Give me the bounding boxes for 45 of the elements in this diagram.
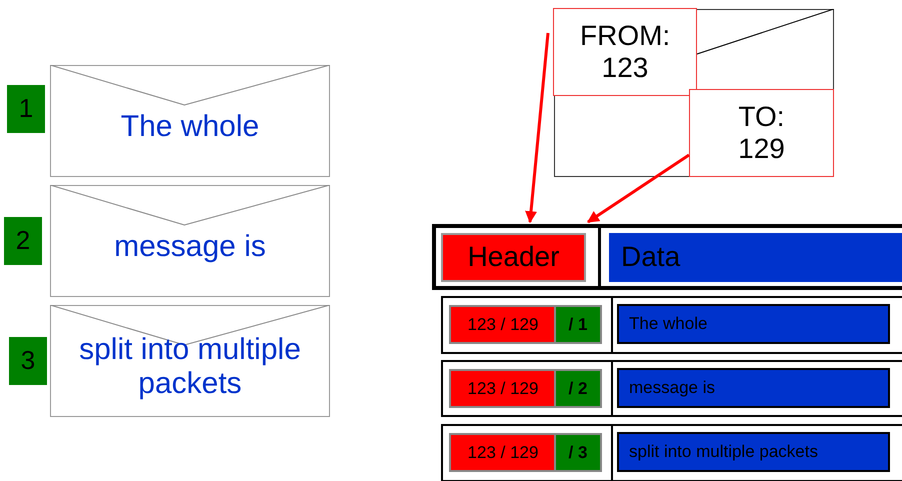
packet-row xyxy=(441,424,902,481)
envelope-text: message is xyxy=(114,230,266,264)
data-text: message is xyxy=(629,378,715,398)
envelope xyxy=(50,65,330,177)
data-text: split into multiple packets xyxy=(629,442,818,462)
step-number: 2 xyxy=(16,226,30,256)
envelope-text: split into multiple packets xyxy=(78,332,302,402)
header-cell xyxy=(449,305,555,344)
address-text: TO: 129 xyxy=(737,100,786,166)
address-label: 123 / 129 xyxy=(468,314,538,334)
address-label: 123 / 129 xyxy=(468,442,538,462)
address-label: 123 / 129 xyxy=(468,378,538,398)
number-badge xyxy=(7,85,45,133)
sequence-number: / 1 xyxy=(568,314,588,334)
envelope xyxy=(50,305,330,417)
packet-row xyxy=(441,360,902,417)
sequence-cell xyxy=(554,433,602,472)
arrow xyxy=(525,32,550,224)
envelope xyxy=(554,9,834,177)
data-label: Data xyxy=(621,241,680,274)
step-number: 3 xyxy=(20,346,36,376)
envelope xyxy=(50,185,330,297)
header-cell xyxy=(449,369,555,408)
number-badge xyxy=(9,337,47,385)
address-box xyxy=(689,89,834,177)
header-cell xyxy=(449,433,555,472)
sequence-cell xyxy=(554,369,602,408)
sequence-number: / 3 xyxy=(568,442,588,462)
data-cell xyxy=(617,432,890,472)
arrow xyxy=(587,154,690,224)
header-cell xyxy=(441,233,586,282)
packet-frame xyxy=(432,224,902,290)
header-label: Header xyxy=(468,241,560,274)
address-box xyxy=(553,8,697,96)
envelope-text: The whole xyxy=(120,110,260,144)
data-cell xyxy=(617,368,890,408)
number-badge xyxy=(4,217,42,265)
data-cell xyxy=(617,304,890,344)
sequence-cell xyxy=(554,305,602,344)
data-text: The whole xyxy=(629,314,708,334)
packet-row xyxy=(441,296,902,354)
step-number: 1 xyxy=(18,94,34,124)
data-cell xyxy=(609,233,902,282)
address-text: FROM: 123 xyxy=(580,20,670,84)
sequence-number: / 2 xyxy=(568,378,588,398)
